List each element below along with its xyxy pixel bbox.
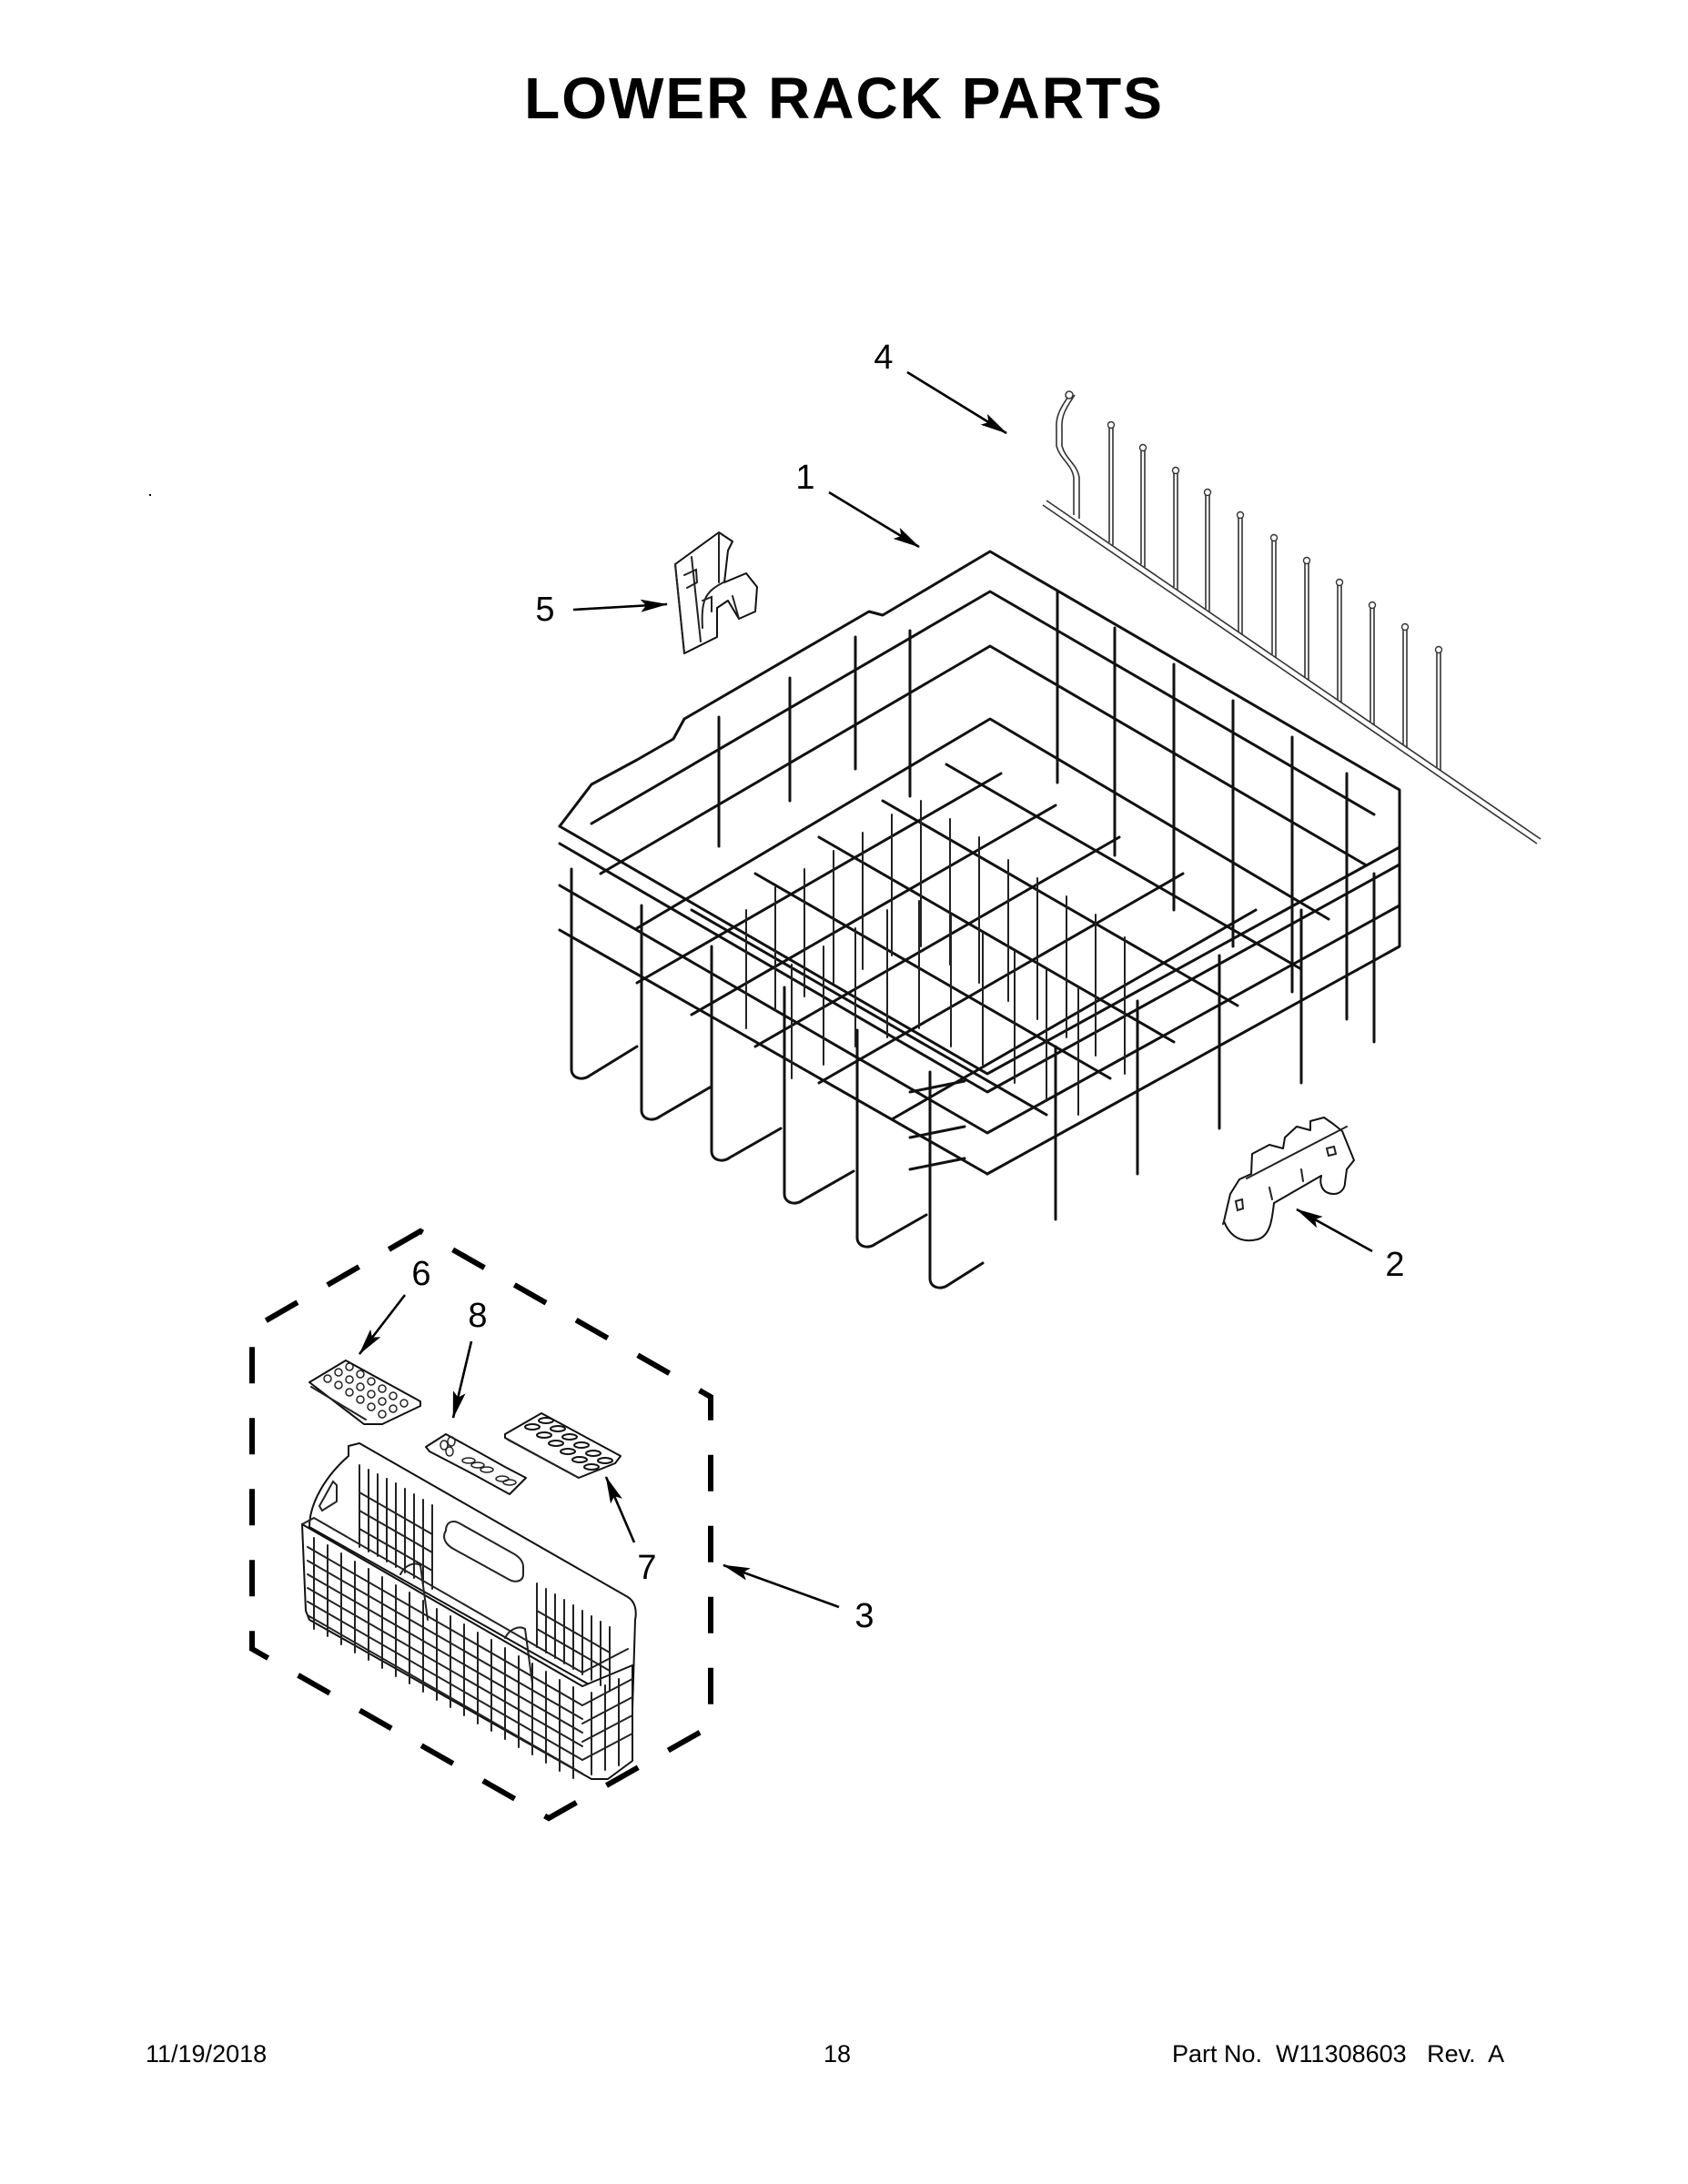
arrow-1 xyxy=(828,490,920,549)
footer-page-number: 18 xyxy=(824,2040,852,2068)
basket-group-outline xyxy=(249,1228,713,1822)
arrow-4 xyxy=(906,370,1007,435)
footer-date: 11/19/2018 xyxy=(146,2040,268,2068)
arrow-6 xyxy=(358,1294,407,1355)
lower-rack-part-1 xyxy=(558,550,1401,1289)
arrow-7 xyxy=(604,1476,636,1543)
basket-lid-right-part-7 xyxy=(504,1412,622,1479)
silverware-basket-part-3 xyxy=(301,1442,637,1780)
footer-part-number: Part No. W11308603 Rev. A xyxy=(1172,2040,1505,2068)
callout-arrows xyxy=(358,370,1373,1609)
callout-3[interactable]: 3 xyxy=(854,1597,874,1635)
arrow-5 xyxy=(572,599,668,612)
callout-8[interactable]: 8 xyxy=(468,1297,488,1335)
callout-2[interactable]: 2 xyxy=(1385,1246,1405,1284)
tine-row-part-4 xyxy=(1042,390,1541,844)
callout-4[interactable]: 4 xyxy=(874,339,894,377)
stray-dot xyxy=(149,494,151,496)
callout-6[interactable]: 6 xyxy=(411,1255,431,1293)
basket-lid-left-part-6 xyxy=(308,1360,421,1425)
arrow-8 xyxy=(451,1340,473,1419)
callout-5[interactable]: 5 xyxy=(535,591,555,629)
arrow-2 xyxy=(1296,1208,1373,1253)
callout-1[interactable]: 1 xyxy=(795,459,815,497)
callout-7[interactable]: 7 xyxy=(637,1549,657,1587)
page-title: LOWER RACK PARTS xyxy=(524,66,1164,131)
arrow-3 xyxy=(723,1563,840,1609)
rack-roller-part-2 xyxy=(1222,1117,1355,1242)
basket-lid-center-part-8 xyxy=(425,1433,527,1495)
rack-clip-part-5 xyxy=(674,531,758,654)
